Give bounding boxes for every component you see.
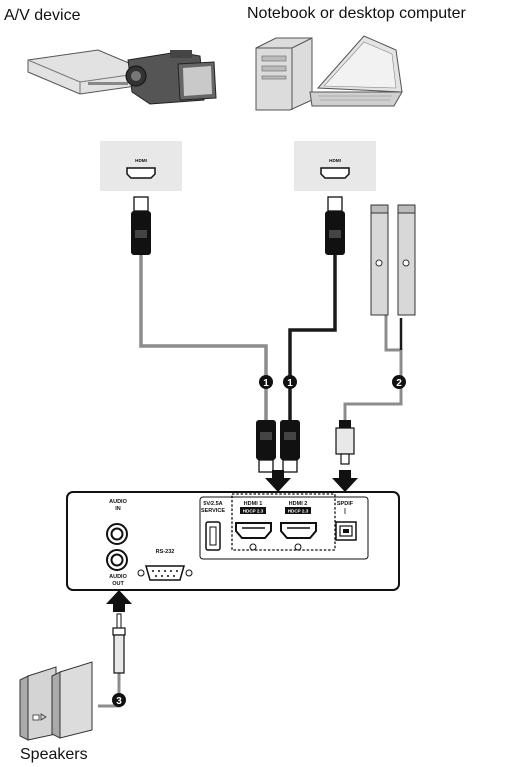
spdif-plug (335, 420, 355, 465)
rs232-port (137, 565, 193, 581)
av-device-illustration (27, 49, 217, 105)
audio-out-label-line1: AUDIO (109, 574, 127, 580)
hdmi2-hdcp-badge: HDCP 2.3 (288, 509, 309, 514)
audio-in-label-line1: AUDIO (109, 499, 127, 505)
arrow-audio-out (106, 590, 132, 612)
hdmi-wall-port-right-label: HDMI (329, 158, 341, 163)
spdif-cable (343, 315, 403, 420)
hdmi1-port (235, 522, 272, 551)
hdmi-wall-port-left: HDMI (100, 141, 182, 191)
arrow-hdmi (265, 470, 291, 492)
hdmi-wall-port-left-label: HDMI (135, 158, 147, 163)
marker-3: 3 (112, 693, 126, 707)
marker-1a: 1 (259, 375, 273, 389)
audio-in-label-line2: IN (115, 506, 121, 512)
speakers-label: Speakers (20, 746, 88, 763)
marker-2-label: 2 (396, 378, 402, 389)
hdmi-plug-top-right (325, 196, 345, 255)
hdmi1-label: HDMI 1 (244, 501, 263, 507)
audio-in-jack (106, 523, 128, 545)
marker-1b-label: 1 (287, 378, 293, 389)
hdmi-plug-bottom-left (256, 420, 276, 473)
hdmi-plug-top-left (131, 196, 151, 255)
service-label-line2: SERVICE (201, 508, 225, 514)
arrow-spdif (332, 470, 358, 492)
computer-illustration (255, 35, 403, 111)
hdmi-cable-black (288, 255, 337, 420)
rs232-label: RS-232 (156, 549, 175, 555)
marker-1b: 1 (283, 375, 297, 389)
hdmi2-label: HDMI 2 (289, 501, 308, 507)
audio-out-jack (106, 549, 128, 571)
service-label-line1: 5V⁄2.5A (203, 501, 222, 507)
audio-out-label-line2: OUT (112, 581, 124, 587)
spdif-label: SPDIF (337, 501, 354, 507)
av-device-label: A/V device (4, 7, 81, 24)
marker-3-label: 3 (116, 696, 122, 707)
marker-1a-label: 1 (263, 378, 269, 389)
speakers-illustration (19, 661, 93, 741)
computer-label: Notebook or desktop computer (247, 5, 466, 22)
audio-plug (112, 613, 126, 674)
hdmi2-port (280, 522, 317, 551)
hdmi-cable-gray (139, 255, 268, 420)
service-usb-port (205, 521, 221, 551)
marker-2: 2 (392, 375, 406, 389)
spdif-port (335, 521, 357, 541)
hdmi-plug-bottom-right (280, 420, 300, 473)
spdif-device-illustration (370, 204, 416, 316)
hdmi-wall-port-right: HDMI (294, 141, 376, 191)
hdmi1-hdcp-badge: HDCP 2.3 (243, 509, 264, 514)
